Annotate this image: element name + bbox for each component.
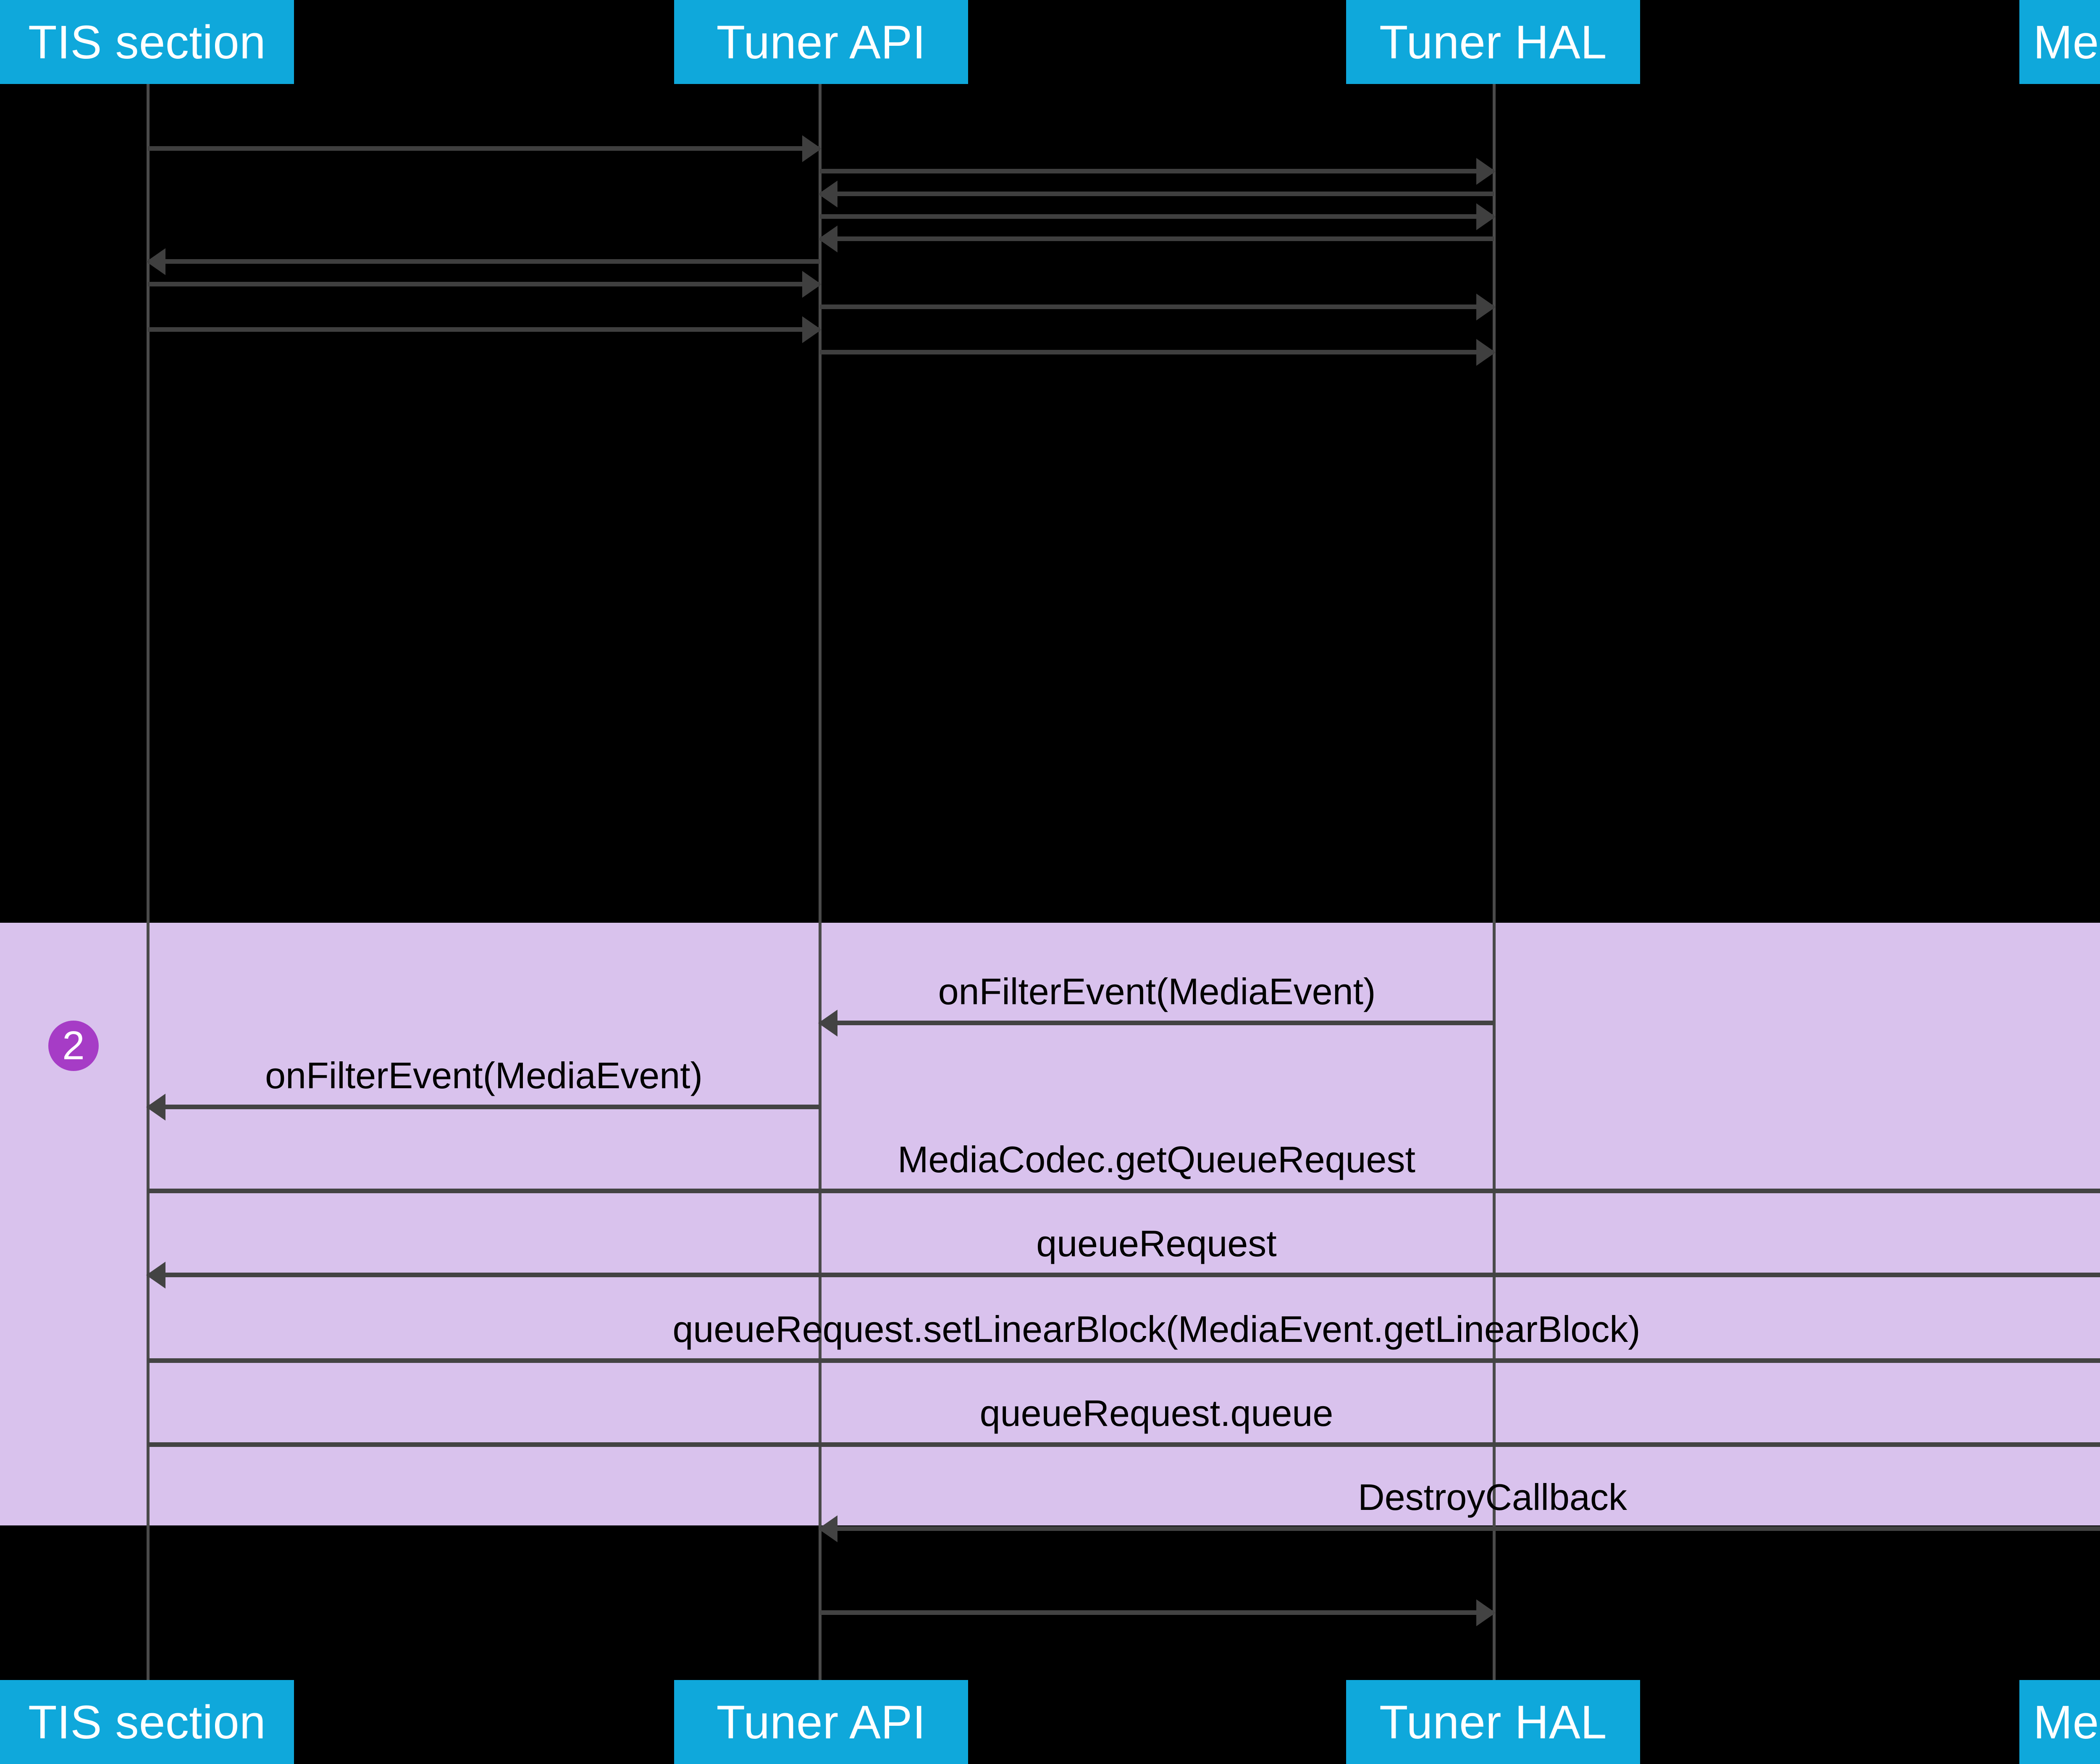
participant-label: Tuner HAL: [1379, 16, 1607, 68]
message-label-11: onFilterEvent(MediaEvent): [938, 971, 1376, 1012]
lifeline-tis-section: [147, 84, 150, 1680]
participant-label: Tuner API: [716, 1696, 926, 1748]
arrow-line: [820, 304, 1494, 309]
arrow-line: [820, 1526, 2100, 1531]
arrow-head-icon: [1476, 203, 1496, 230]
arrow-head-icon: [802, 271, 822, 298]
participant-label: Tuner HAL: [1379, 1696, 1607, 1748]
arrow-line: [148, 1189, 2100, 1193]
participant-header-tis-section[interactable]: TIS section: [0, 0, 294, 84]
arrow-line: [148, 1442, 2100, 1447]
participant-footer-tis-section[interactable]: TIS section: [0, 1680, 294, 1764]
arrow-head-icon: [1476, 294, 1496, 320]
participant-header-mediacodec[interactable]: MediaCodec: [2019, 0, 2100, 84]
participant-footer-tuner-api[interactable]: Tuner API: [674, 1680, 968, 1764]
arrow-line: [820, 169, 1494, 173]
arrow-line: [148, 282, 820, 286]
arrow-line: [820, 350, 1494, 354]
arrow-line: [148, 1273, 2100, 1277]
message-label-12: onFilterEvent(MediaEvent): [265, 1055, 703, 1096]
participant-header-tuner-api[interactable]: Tuner API: [674, 0, 968, 84]
arrow-line: [820, 214, 1494, 219]
participant-footer-mediacodec[interactable]: MediaCodec: [2019, 1680, 2100, 1764]
arrow-head-icon: [146, 1094, 165, 1121]
arrow-line: [820, 236, 1494, 241]
arrow-head-icon: [818, 1010, 837, 1037]
arrow-head-icon: [818, 181, 837, 207]
participant-label: MediaCodec: [2033, 16, 2100, 68]
message-label-16: queueRequest.queue: [979, 1392, 1334, 1434]
arrow-head-icon: [802, 135, 822, 162]
participant-label: TIS section: [28, 1696, 266, 1748]
message-label-17: DestroyCallback: [1358, 1476, 1627, 1518]
message-label-15: queueRequest.setLinearBlock(MediaEvent.g…: [672, 1308, 1641, 1350]
message-label-18: IFilter.releaseAvHandle: [966, 1560, 1348, 1602]
participant-label: Tuner API: [716, 16, 926, 68]
arrow-head-icon: [1476, 1599, 1496, 1626]
message-label-13: MediaCodec.getQueueRequest: [898, 1139, 1415, 1180]
arrow-head-icon: [818, 226, 837, 252]
lifeline-tuner-api: [819, 84, 822, 1680]
participant-footer-tuner-hal[interactable]: Tuner HAL: [1346, 1680, 1640, 1764]
arrow-head-icon: [1476, 339, 1496, 366]
arrow-line: [148, 327, 820, 332]
lifeline-tuner-hal: [1493, 84, 1496, 1680]
message-label-14: queueRequest: [1036, 1223, 1277, 1264]
arrow-head-icon: [146, 248, 165, 275]
arrow-line: [148, 259, 820, 264]
arrow-line: [148, 1358, 2100, 1363]
arrow-head-icon: [1476, 158, 1496, 185]
participant-header-tuner-hal[interactable]: Tuner HAL: [1346, 0, 1640, 84]
arrow-line: [820, 1610, 1494, 1615]
step-badge-2: 2: [48, 1021, 99, 1071]
arrow-head-icon: [802, 316, 822, 343]
arrow-line: [820, 1021, 1494, 1025]
arrow-head-icon: [818, 1515, 837, 1542]
arrow-line: [820, 192, 1494, 196]
participant-label: MediaCodec: [2033, 1696, 2100, 1748]
participant-label: TIS section: [28, 16, 266, 68]
arrow-line: [148, 1105, 820, 1109]
arrow-line: [148, 146, 820, 151]
arrow-head-icon: [146, 1262, 165, 1289]
